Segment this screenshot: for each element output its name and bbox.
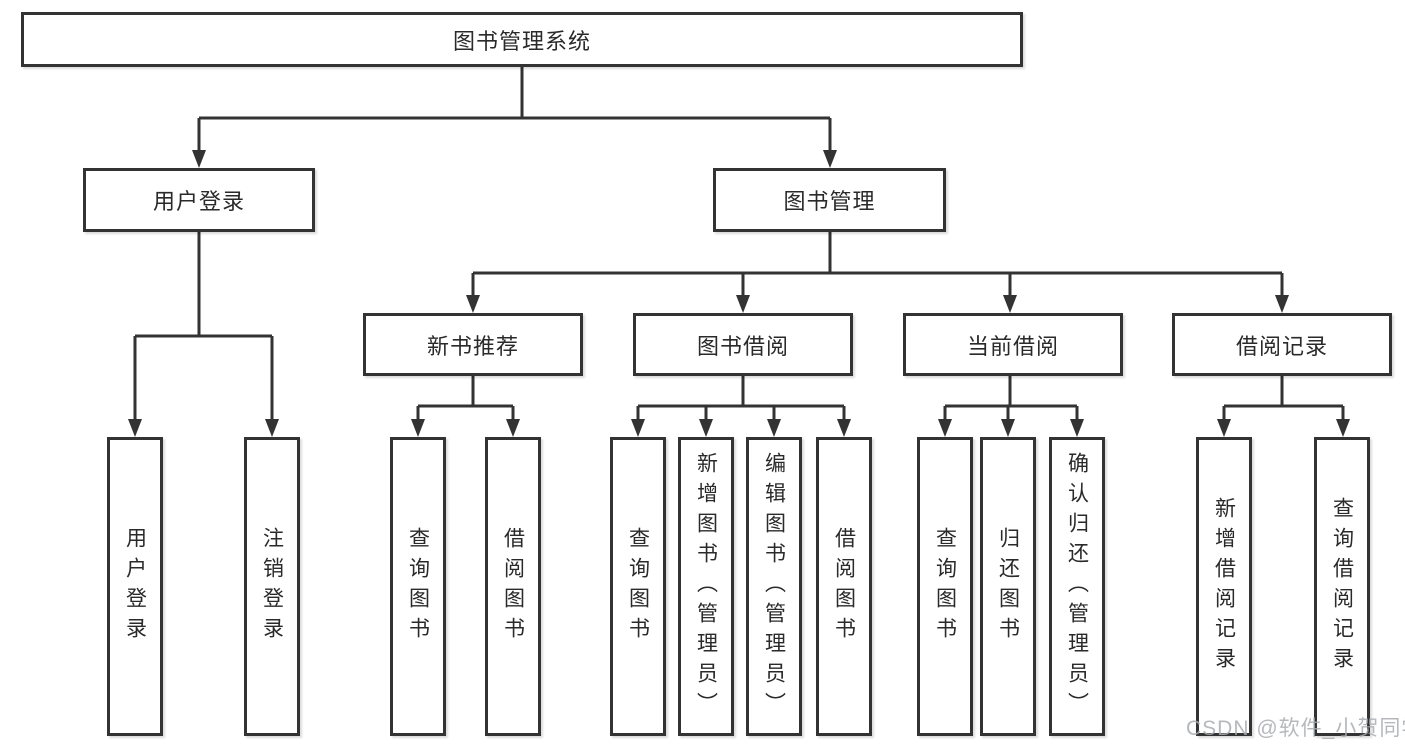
node-borrow-books-recommend: 借阅图书 <box>485 437 541 736</box>
node-borrowing-records: 借阅记录 <box>1172 313 1392 376</box>
node-confirm-return-admin: 确认归还（管理员） <box>1049 437 1105 736</box>
node-search-books-borrowing: 查询图书 <box>610 437 666 736</box>
node-search-borrow-record: 查询借阅记录 <box>1314 437 1370 736</box>
node-library-management-system: 图书管理系统 <box>21 12 1023 67</box>
node-logout: 注销登录 <box>244 437 300 736</box>
node-book-management: 图书管理 <box>713 168 946 232</box>
node-edit-books-admin: 编辑图书（管理员） <box>746 437 802 736</box>
node-borrow-books-borrowing: 借阅图书 <box>816 437 872 736</box>
node-add-books-admin: 新增图书（管理员） <box>678 437 734 736</box>
arrowheads <box>128 150 1350 437</box>
node-user-login: 用户登录 <box>83 168 315 232</box>
node-login: 用户登录 <box>107 437 163 736</box>
node-book-borrowing: 图书借阅 <box>633 313 853 376</box>
watermark: CSDN @软件_小贺同学 <box>1186 717 1405 740</box>
node-current-borrowing: 当前借阅 <box>903 313 1123 376</box>
node-new-book-recommendation: 新书推荐 <box>363 313 583 376</box>
node-return-books: 归还图书 <box>980 437 1036 736</box>
node-search-books-current: 查询图书 <box>917 437 973 736</box>
node-search-books-recommend: 查询图书 <box>390 437 446 736</box>
node-add-borrow-record: 新增借阅记录 <box>1196 437 1252 736</box>
